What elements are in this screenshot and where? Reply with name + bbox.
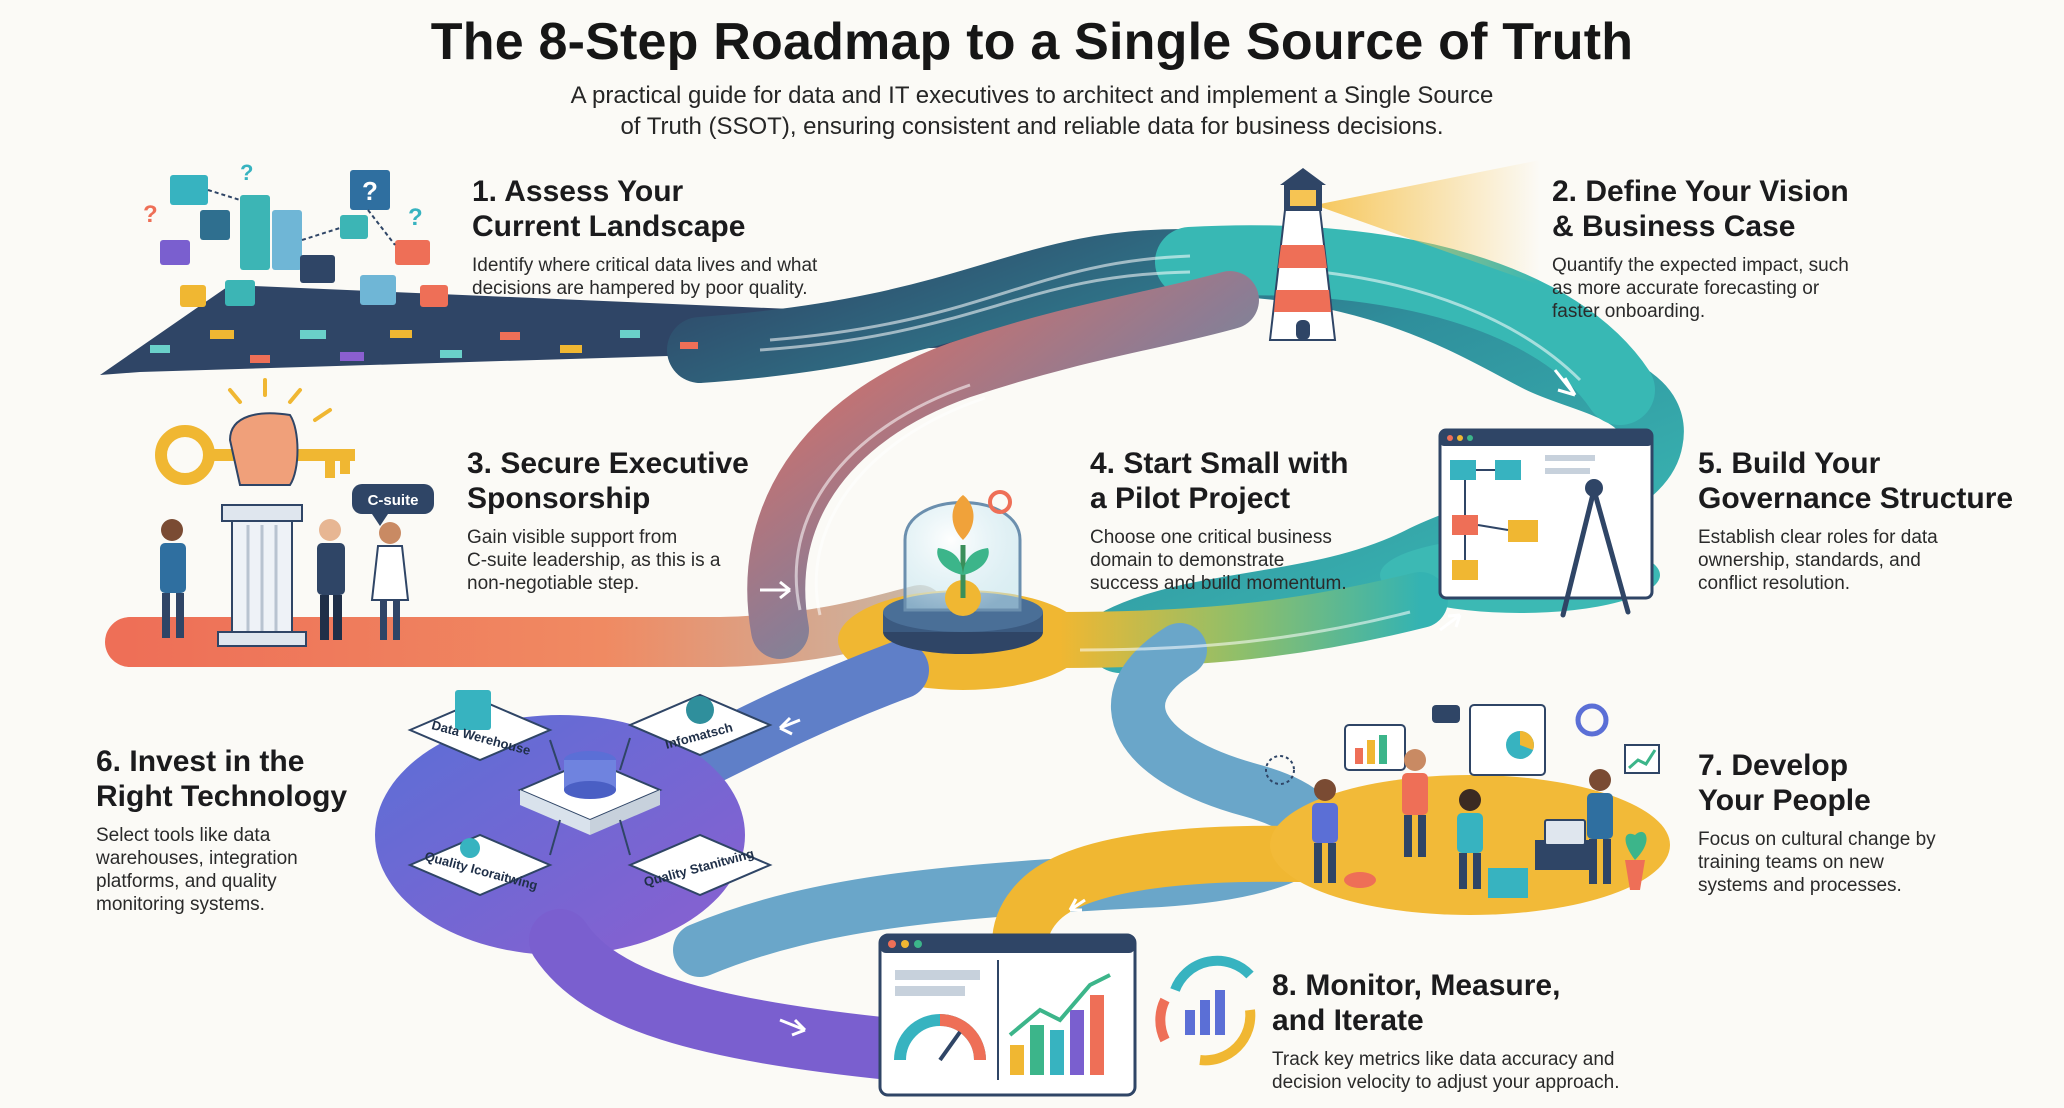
- step-4-heading: 4. Start Small with a Pilot Project: [1090, 447, 1349, 515]
- key-pillar-icon: C-suite: [155, 378, 434, 647]
- svg-text:?: ?: [240, 160, 253, 185]
- step-2-description: Quantify the expected impact, such as mo…: [1552, 255, 1849, 322]
- step-1-description: Identify where critical data lives and w…: [472, 255, 818, 299]
- blueprint-icon: [1438, 428, 1654, 618]
- tile-integration: Infomatsch: [627, 693, 773, 757]
- step-2-heading: 2. Define Your Vision & Business Case: [1552, 175, 1849, 243]
- road-purple: [529, 909, 931, 1081]
- road-middle-loop: [747, 271, 1259, 659]
- team-training-icon: [1265, 703, 1660, 898]
- step-4-description: Choose one critical business domain to d…: [1090, 527, 1347, 594]
- csuite-label: C-suite: [368, 492, 419, 509]
- step-2: 2. Define Your Vision & Business Case Qu…: [1552, 174, 1849, 323]
- page-subtitle: A practical guide for data and IT execut…: [532, 80, 1532, 142]
- tile-quality-standards: Quality Stanitwing: [627, 833, 773, 897]
- dashboard-cycle-icon: [878, 933, 1256, 1097]
- step-8-description: Track key metrics like data accuracy and…: [1272, 1049, 1620, 1093]
- step-6-description: Select tools like data warehouses, integ…: [96, 825, 298, 915]
- road-step6-platform: [375, 715, 745, 955]
- page-title: The 8-Step Roadmap to a Single Source of…: [430, 13, 1634, 71]
- step-1: 1. Assess Your Current Landscape Identif…: [472, 174, 817, 300]
- step-7-heading: 7. Develop Your People: [1698, 749, 1871, 817]
- step-6: 6. Invest in the Right Technology Select…: [96, 744, 347, 916]
- road-step1-ground: [100, 285, 1030, 375]
- step-8: 8. Monitor, Measure, and Iterate Track k…: [1272, 968, 1619, 1094]
- step-5: 5. Build Your Governance Structure Estab…: [1698, 446, 2013, 595]
- road-teal-right: [1155, 225, 1655, 425]
- tech-platform-icon: Data Werehouse Infomatsch Quality Icorai…: [407, 690, 773, 897]
- road-network: [100, 225, 1684, 1081]
- step-1-heading: 1. Assess Your Current Landscape: [472, 175, 746, 243]
- seedling-dome-icon: [883, 490, 1043, 654]
- tile-data-warehouse: Data Werehouse: [407, 690, 553, 762]
- step-3: 3. Secure Executive Sponsorship Gain vis…: [467, 446, 749, 595]
- scattered-data-icon: ? ? ? ?: [143, 160, 448, 307]
- step-7-description: Focus on cultural change by training tea…: [1698, 829, 1936, 896]
- data-tiles-ground: [150, 330, 698, 363]
- step-5-description: Establish clear roles for data ownership…: [1698, 527, 1938, 594]
- step-5-heading: 5. Build Your Governance Structure: [1698, 447, 2014, 515]
- step-4: 4. Start Small with a Pilot Project Choo…: [1090, 446, 1348, 595]
- step-8-heading: 8. Monitor, Measure, and Iterate: [1272, 969, 1561, 1037]
- lighthouse-icon: [1268, 160, 1540, 341]
- step-3-heading: 3. Secure Executive Sponsorship: [467, 447, 749, 515]
- step-6-heading: 6. Invest in the Right Technology: [96, 745, 348, 813]
- svg-text:?: ?: [362, 176, 378, 206]
- csuite-bubble: [352, 484, 434, 514]
- road-gold-teal: [1032, 572, 1448, 668]
- flow-arrows: [760, 369, 1577, 1037]
- svg-text:?: ?: [408, 204, 423, 231]
- subtitle-text: A practical guide for data and IT execut…: [570, 82, 1494, 140]
- step-7: 7. Develop Your People Focus on cultural…: [1698, 748, 1936, 897]
- step-3-description: Gain visible support from C-suite leader…: [467, 527, 721, 594]
- executive-figures: [160, 519, 410, 640]
- svg-text:?: ?: [143, 201, 158, 228]
- road-circuit-lines: [759, 254, 1582, 652]
